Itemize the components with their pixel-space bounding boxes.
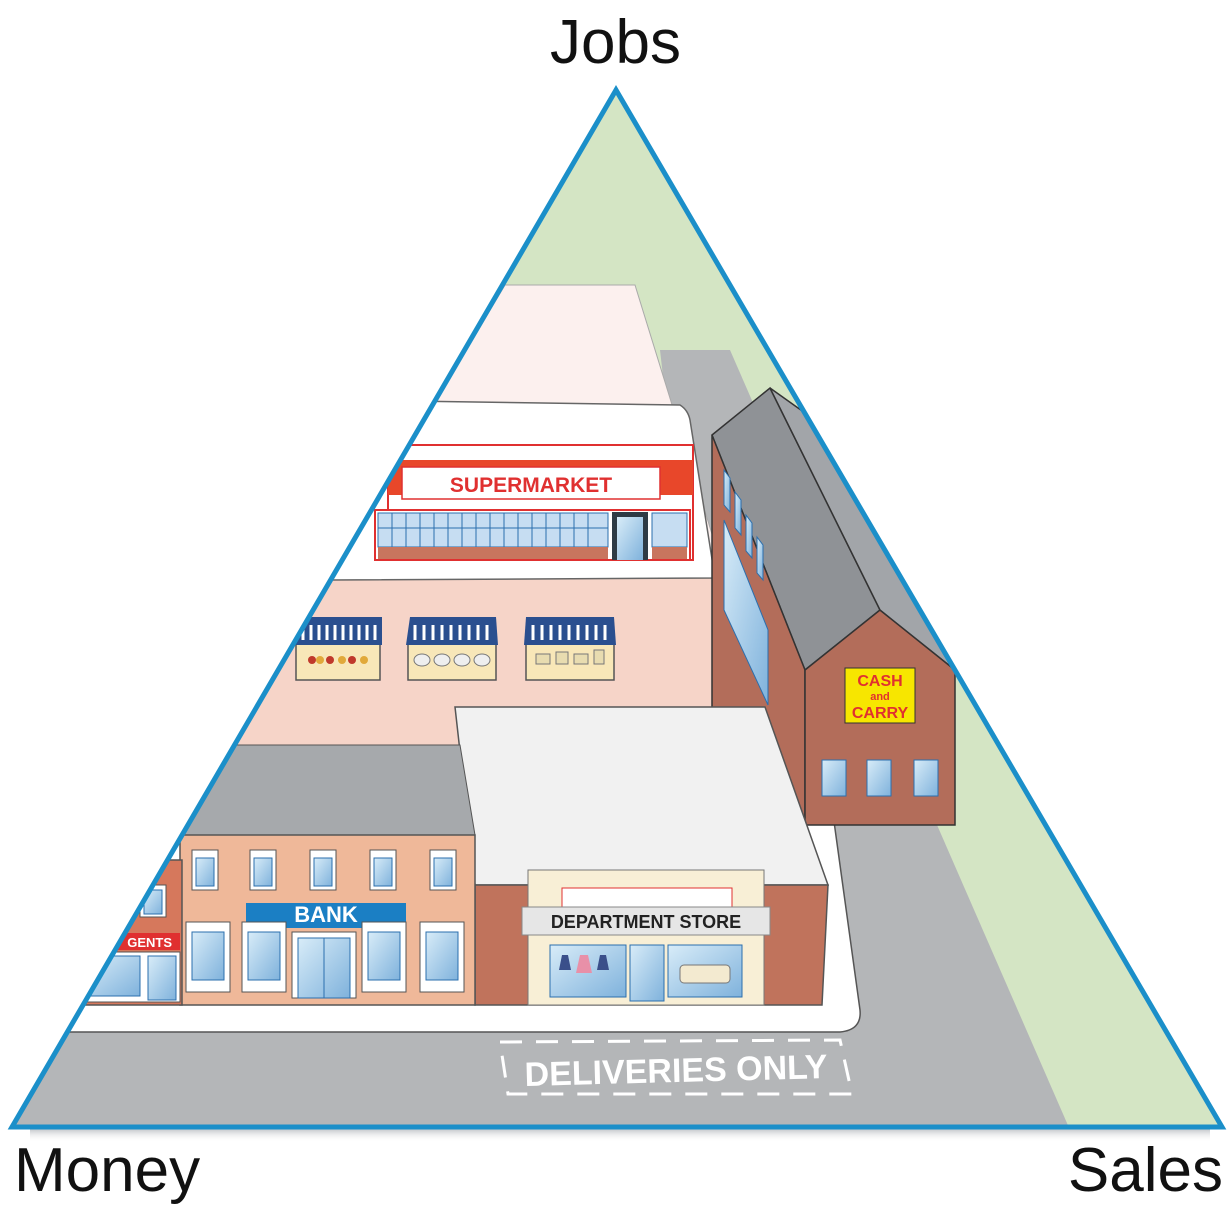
jobs-label: Jobs bbox=[550, 8, 681, 77]
cash-and-carry-sign bbox=[844, 667, 916, 724]
sales-label: Sales bbox=[1067, 1136, 1223, 1205]
agents-sign-text: GENTS bbox=[127, 935, 172, 950]
bank-sign-text: BANK bbox=[294, 902, 358, 927]
department-store-sign-text: DEPARTMENT STORE bbox=[551, 912, 741, 932]
town-scene: SUPERMARKET bbox=[12, 90, 1222, 1127]
deliveries-only-text: DELIVERIES ONLY bbox=[524, 1048, 828, 1094]
deliveries-only-marking: DELIVERIES ONLY bbox=[498, 1038, 854, 1096]
cash-sign-line1: CASH bbox=[857, 673, 902, 690]
bank-building: BANK bbox=[179, 834, 476, 1006]
cash-sign-line2: and bbox=[870, 691, 890, 703]
department-store-building: DEPARTMENT STORE bbox=[454, 706, 830, 1006]
market-stall-1 bbox=[295, 617, 382, 681]
supermarket-sign-text: SUPERMARKET bbox=[450, 474, 612, 497]
department-store-sign bbox=[521, 906, 771, 936]
triangle-shadow bbox=[30, 1128, 1210, 1142]
triangle-outline bbox=[7, 85, 1227, 1130]
market-stall-2 bbox=[406, 617, 498, 681]
money-label: Money bbox=[14, 1136, 201, 1205]
market-stall-3 bbox=[524, 617, 616, 681]
supermarket-sign bbox=[401, 466, 661, 500]
supermarket-building: SUPERMARKET bbox=[374, 444, 694, 561]
estate-agents-building: GENTS bbox=[59, 859, 183, 1006]
cash-sign-line3: CARRY bbox=[852, 705, 909, 722]
